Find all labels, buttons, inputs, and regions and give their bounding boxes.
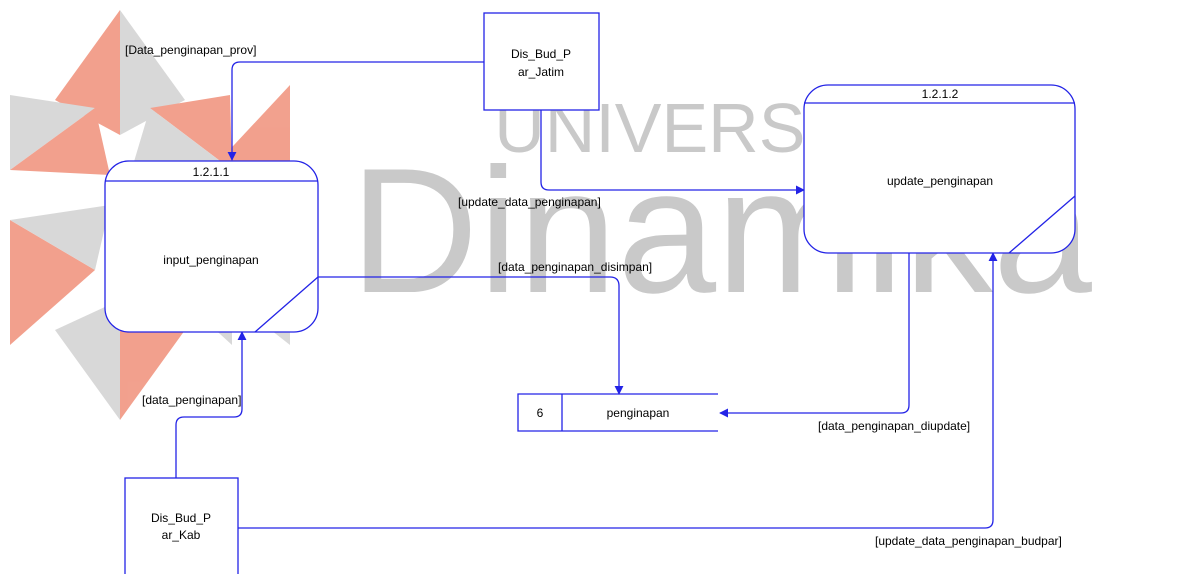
entity-label-line2: ar_Kab — [162, 528, 201, 542]
flow-label-data-penginapan-diupdate: [data_penginapan_diupdate] — [818, 419, 970, 433]
flow-label-update-data-penginapan-budpar: [update_data_penginapan_budpar] — [875, 534, 1062, 548]
process-name: input_penginapan — [163, 253, 258, 267]
datastore-name: penginapan — [607, 406, 670, 420]
entity-dis-bud-par-jatim[interactable]: Dis_Bud_P ar_Jatim — [483, 12, 600, 111]
entity-label-line1: Dis_Bud_P — [511, 47, 571, 61]
flow-data-penginapan-disimpan-line — [318, 276, 624, 395]
flow-data-penginapan-diupdate-line — [719, 253, 910, 418]
process-id: 1.2.1.2 — [922, 87, 959, 101]
entity-dis-bud-par-kab[interactable]: Dis_Bud_P ar_Kab — [124, 477, 239, 574]
process-update-penginapan[interactable]: 1.2.1.2 update_penginapan — [803, 84, 1076, 254]
datastore-penginapan[interactable]: 6 penginapan — [517, 393, 718, 432]
flow-data-penginapan-prov-line — [227, 61, 484, 161]
process-name: update_penginapan — [887, 174, 993, 188]
flow-label-data-penginapan-disimpan: [data_penginapan_disimpan] — [498, 260, 652, 274]
datastore-number: 6 — [537, 406, 544, 420]
process-input-penginapan[interactable]: 1.2.1.1 input_penginapan — [104, 160, 319, 333]
flow-update-data-penginapan-budpar-line — [238, 252, 998, 529]
process-id: 1.2.1.1 — [193, 165, 230, 179]
flow-label-update-data-penginapan: [update_data_penginapan] — [458, 195, 601, 209]
flow-label-data-penginapan-prov: [Data_penginapan_prov] — [125, 43, 256, 57]
flow-data-penginapan-line — [175, 331, 247, 478]
flow-update-data-penginapan-line — [540, 110, 805, 195]
flow-label-data-penginapan: [data_penginapan] — [142, 393, 241, 407]
entity-label-line1: Dis_Bud_P — [151, 511, 211, 525]
entity-label-line2: ar_Jatim — [518, 65, 564, 79]
